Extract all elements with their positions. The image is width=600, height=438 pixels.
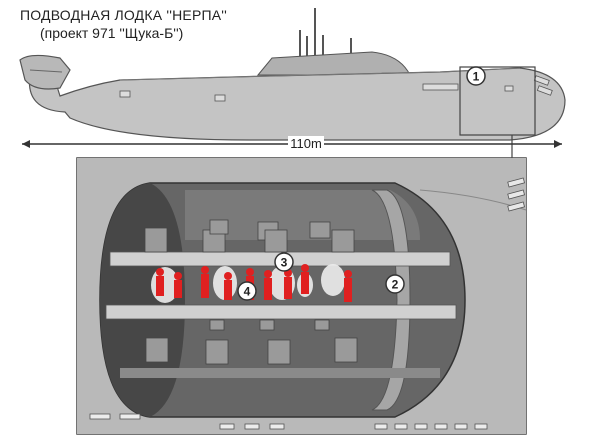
fin-line (29, 69, 63, 73)
hull-hatch (119, 90, 131, 98)
interior-view (76, 157, 527, 435)
crew-figure (301, 264, 309, 294)
equipment-block (264, 229, 288, 253)
vent (507, 201, 525, 212)
title-line-1: ПОДВОДНАЯ ЛОДКА ''НЕРПА'' (20, 7, 228, 23)
svg-text:4: 4 (244, 285, 251, 299)
equipment-block (145, 337, 169, 363)
marker-4: 4 (237, 281, 257, 301)
equipment-block (334, 337, 358, 363)
hull-hatch (422, 83, 459, 91)
upper-deck-space (185, 190, 420, 240)
hull-hatch (214, 94, 226, 102)
deck-lower (105, 304, 457, 320)
crew-figure (156, 268, 164, 296)
vent (507, 177, 525, 188)
crew-figure (174, 272, 182, 298)
equipment-block (259, 319, 275, 331)
crew-members (156, 264, 352, 302)
equipment-block (331, 229, 355, 253)
svg-text:2: 2 (392, 278, 399, 292)
tail-fin (19, 54, 71, 90)
deck-bottom (120, 368, 440, 378)
hull-hatch (536, 85, 553, 96)
vent (507, 189, 525, 200)
marker-3: 3 (274, 252, 294, 272)
hull-hatch (504, 85, 514, 92)
equipment-block (267, 339, 291, 365)
equipment-block (314, 319, 330, 331)
crew-figure (224, 272, 232, 300)
equipment-block (144, 227, 168, 253)
title-line-2: (проект 971 ''Щука-Б'') (40, 25, 184, 41)
conning-tower (256, 51, 411, 76)
zoom-box (459, 66, 536, 136)
equipment-block (209, 319, 225, 331)
length-dimension: 110m (22, 136, 562, 152)
crew-figure (284, 269, 292, 299)
svg-text:1: 1 (473, 70, 480, 84)
bulkhead (371, 189, 411, 411)
submarine-side-view (19, 8, 566, 158)
crew-figure (201, 266, 209, 298)
bottom-hatches (89, 413, 488, 430)
svg-text:3: 3 (281, 256, 288, 270)
marker-1: 1 (466, 66, 486, 86)
crew-figure (344, 270, 352, 302)
marker-2: 2 (385, 274, 405, 294)
equipment-block (205, 339, 229, 365)
length-label: 110m (290, 136, 322, 151)
equipment-block (209, 219, 229, 235)
equipment-block (309, 221, 331, 239)
crew-figure (264, 270, 272, 300)
